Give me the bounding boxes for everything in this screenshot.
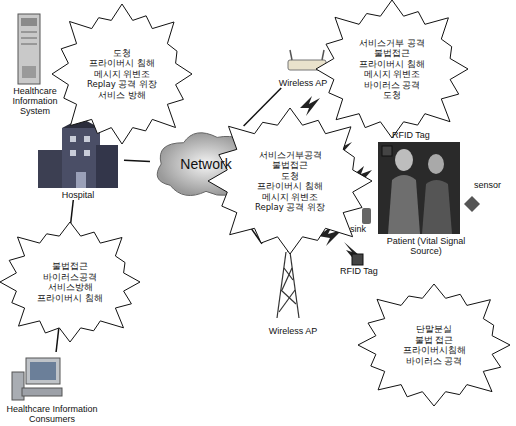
node-label: Patient (Vital Signal Source) xyxy=(376,236,476,256)
tower-icon xyxy=(277,241,299,318)
threat-text: 불법접근 xyxy=(52,261,88,272)
threat-text: 바이러스 공격 xyxy=(364,80,421,91)
server-icon xyxy=(18,14,40,84)
threat-text: 도청 xyxy=(383,90,401,101)
threat-text: 서비스 방해 xyxy=(98,90,146,101)
node-label: Hospital xyxy=(62,190,95,200)
threat-callout: 서비스거부 공격불법접근프라이버시 침해메시지 위변조바이러스 공격도청 xyxy=(316,0,468,138)
threat-text: 도청 xyxy=(281,171,299,182)
node-label: Healthcare Information System xyxy=(0,86,70,116)
threat-text: 서비스거부 공격 xyxy=(359,38,425,49)
threat-text: 프라이버시 침해 xyxy=(257,181,323,192)
sink-icon xyxy=(362,208,371,224)
part-label: sink xyxy=(350,224,366,234)
rfid-tag-icon xyxy=(382,146,392,156)
network-link xyxy=(124,160,150,161)
starburst-shape xyxy=(358,284,510,406)
starburst-shape xyxy=(0,222,140,342)
node-label: Wireless AP xyxy=(279,78,328,88)
access-point-node: Wireless AP xyxy=(262,240,324,336)
threat-text: 메시지 위변조 xyxy=(94,69,151,80)
threat-text: 불법접근 xyxy=(374,48,410,59)
threat-text: 불법 접근 xyxy=(415,335,454,346)
network-link xyxy=(244,88,282,126)
threat-text: 메시지 위변조 xyxy=(262,192,319,203)
threat-text: Replay 공격 위장 xyxy=(255,202,325,213)
patient-photo xyxy=(378,142,460,234)
threat-text: 프라이버시 침해 xyxy=(37,293,103,304)
threat-callout: 도청프라이버시 침해메시지 위변조Replay 공격 위장서비스 방해 xyxy=(52,4,192,144)
part-label: RFID Tag xyxy=(340,266,378,276)
threat-text: 프라이버시 침해 xyxy=(89,58,155,69)
threat-callout: 서비스거부공격불법접근도청프라이버시 침해메시지 위변조Replay 공격 위장 xyxy=(208,108,372,254)
part-label: RFID Tag xyxy=(392,130,430,140)
system-node: Healthcare Information System xyxy=(0,10,70,116)
threat-text: 프라이버시침해 xyxy=(403,345,466,356)
threat-text: 도청 xyxy=(113,48,131,59)
threat-text: 서비스거부공격 xyxy=(259,150,322,161)
threat-text: 메시지 위변조 xyxy=(364,69,421,80)
threat-text: 단말분실 xyxy=(416,324,452,335)
starburst-shape xyxy=(52,4,192,144)
hospital-node: Hospital xyxy=(32,116,124,200)
threat-callout: 단말분실불법 접근프라이버시침해바이러스 공격 xyxy=(358,284,510,406)
threat-text: 바이러스 공격 xyxy=(406,356,463,367)
node-label: Wireless AP xyxy=(269,326,318,336)
node-label: Network xyxy=(180,156,231,172)
computer-icon xyxy=(12,358,62,400)
threat-text: 서비스방해 xyxy=(48,282,93,293)
threat-text: 불법접근 xyxy=(272,160,308,171)
threat-callout: 불법접근바이러스공격서비스방해프라이버시 침해 xyxy=(0,222,140,342)
sensor-icon xyxy=(464,196,480,212)
consumer-node: Healthcare Information Consumers xyxy=(0,352,104,424)
starburst-shape xyxy=(316,0,468,138)
starburst-shape xyxy=(208,108,372,254)
part-label: sensor xyxy=(474,180,501,190)
patient-node: Patient (Vital Signal Source) xyxy=(376,140,476,256)
rfid-tag-icon xyxy=(352,254,363,265)
threat-text: 바이러스공격 xyxy=(43,272,97,283)
threat-text: 프라이버시 침해 xyxy=(359,59,425,70)
threat-text: Replay 공격 위장 xyxy=(87,79,157,90)
node-label: Healthcare Information Consumers xyxy=(0,404,104,424)
